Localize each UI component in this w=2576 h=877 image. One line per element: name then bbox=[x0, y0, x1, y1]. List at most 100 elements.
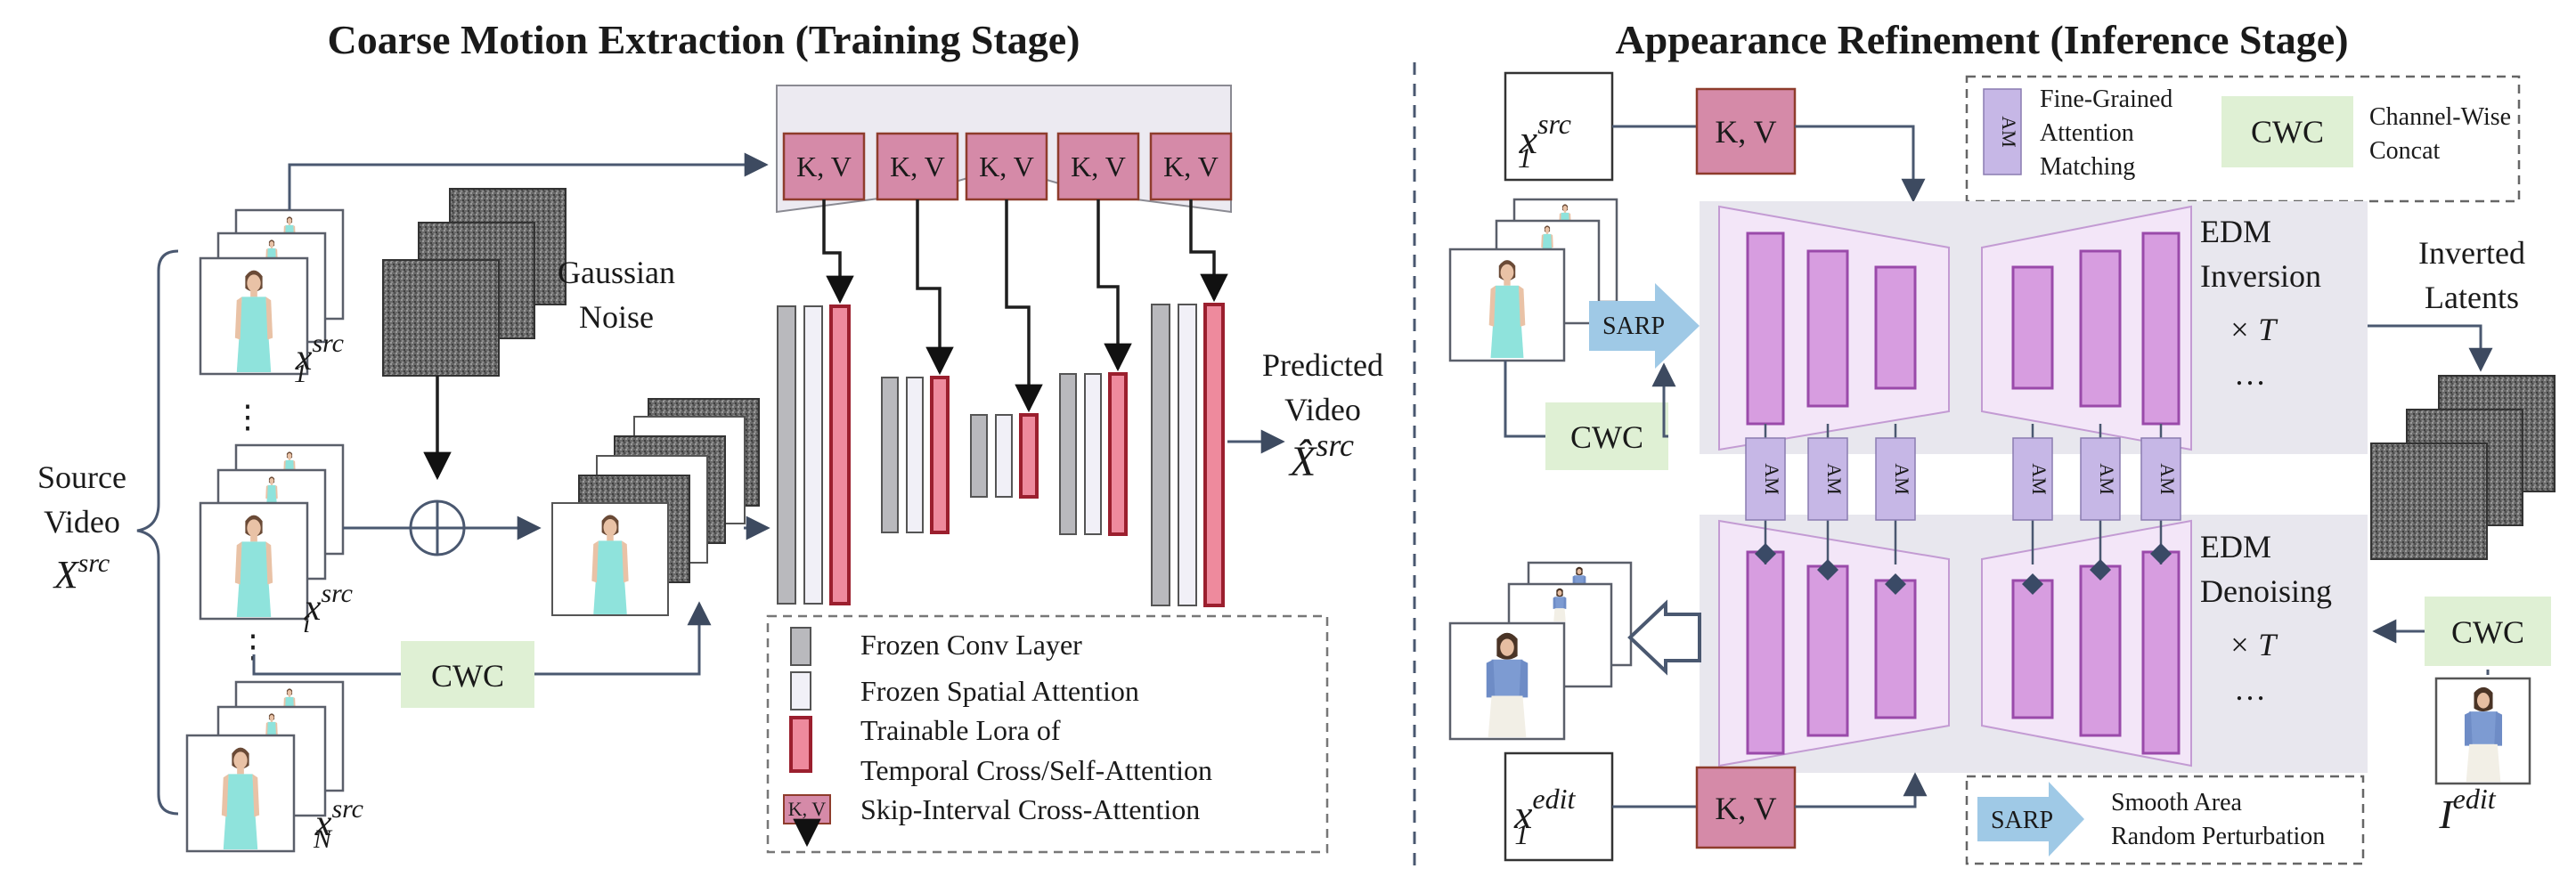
inverted-label-1: Inverted bbox=[2418, 235, 2525, 271]
add-op-cross bbox=[411, 501, 464, 555]
cwc-label-right: CWC bbox=[1570, 419, 1643, 455]
frame-stack-n bbox=[185, 680, 345, 853]
legend-am-text-1: Fine-Grained bbox=[2040, 85, 2172, 113]
cwc-box-edit bbox=[2425, 597, 2551, 666]
denoising-label-2: Denoising bbox=[2200, 573, 2332, 609]
kv-block-5 bbox=[1149, 132, 1233, 201]
legend-sarp-text-2: Random Perturbation bbox=[2111, 823, 2325, 850]
output-frames-stack bbox=[1448, 561, 1633, 741]
kv-block-label-5: K, V bbox=[1163, 150, 1219, 183]
kv-to-lora-arrow-3 bbox=[1005, 199, 1043, 413]
inversion-label-2: Inversion bbox=[2200, 258, 2321, 294]
lora-layer-3 bbox=[1019, 413, 1039, 499]
den-dec-block-1 bbox=[2011, 579, 2054, 719]
legend-sarp-swatch-label: SARP bbox=[1991, 807, 2053, 834]
predicted-label-1: Predicted bbox=[1262, 347, 1383, 383]
source-video-label-1: Source bbox=[37, 459, 126, 495]
inversion-dots: … bbox=[2234, 356, 2266, 392]
inv-enc-block-1 bbox=[1746, 231, 1785, 426]
kv-box-edit bbox=[1695, 766, 1797, 849]
am-diamond-1 bbox=[1755, 543, 1776, 564]
src-to-cwc-line bbox=[1504, 361, 1545, 438]
inversion-label-1: EDM bbox=[2200, 214, 2271, 249]
am-block-6 bbox=[2140, 437, 2181, 521]
legend-lora-swatch bbox=[789, 716, 812, 773]
am-diamond-2 bbox=[1817, 559, 1838, 581]
predicted-symbol: X̂src bbox=[1288, 427, 1354, 485]
inversion-to-latents-arrow bbox=[2368, 324, 2493, 372]
inverted-latents-stack bbox=[2370, 375, 2556, 560]
source-video-label-2: Video bbox=[44, 504, 120, 540]
cwc-label-left: CWC bbox=[431, 658, 504, 694]
inverted-label-2: Latents bbox=[2425, 280, 2519, 315]
kv-to-lora-arrow-4 bbox=[1096, 199, 1132, 372]
conv-layer-5 bbox=[1151, 304, 1170, 606]
conv-layer-1 bbox=[777, 305, 796, 605]
am-block-5 bbox=[2080, 437, 2121, 521]
kv-to-lora-arrow-1 bbox=[822, 199, 854, 305]
legend-conv-text: Frozen Conv Layer bbox=[860, 629, 1082, 661]
am-block-4 bbox=[2012, 437, 2053, 521]
sarp-label-top: SARP bbox=[1602, 313, 1665, 340]
denoising-times-t: × T bbox=[2229, 627, 2278, 662]
am-diamond-3 bbox=[1885, 573, 1906, 595]
x1-src-box bbox=[1504, 71, 1614, 182]
am-block-1 bbox=[1745, 437, 1786, 521]
legend-lora-text-2: Temporal Cross/Self-Attention bbox=[860, 754, 1212, 786]
frame-to-cwc-line bbox=[252, 654, 401, 676]
legend-kv-text: Skip-Interval Cross-Attention bbox=[860, 793, 1200, 825]
source-brace bbox=[136, 249, 179, 816]
inv-enc-block-2 bbox=[1806, 249, 1849, 408]
cwc-to-noisy-arrow bbox=[534, 601, 712, 676]
den-dec-block-2 bbox=[2079, 564, 2122, 737]
cwc-box-left bbox=[401, 641, 534, 708]
noise-stack bbox=[382, 188, 567, 377]
legend-cwc-label: CWC bbox=[2251, 114, 2324, 150]
inv-enc-block-3 bbox=[1874, 265, 1917, 390]
den-enc-block-2 bbox=[1806, 564, 1849, 737]
spatial-attention-5 bbox=[1178, 304, 1197, 606]
kv-label-src: K, V bbox=[1715, 114, 1776, 150]
kv-label-edit: K, V bbox=[1715, 791, 1776, 826]
kv-box-src bbox=[1695, 87, 1797, 175]
am-block-3 bbox=[1875, 437, 1916, 521]
am-block-label-3: AM bbox=[1891, 463, 1913, 494]
am-block-2 bbox=[1807, 437, 1848, 521]
frame-stack-1 bbox=[199, 208, 345, 376]
legend-lora-text-1: Trainable Lora of bbox=[860, 714, 1061, 746]
am-diamond-5 bbox=[2090, 559, 2111, 581]
denoising-dots: … bbox=[2234, 671, 2266, 707]
den-enc-block-3 bbox=[1874, 579, 1917, 719]
legend-cwc-text-1: Channel-Wise bbox=[2369, 103, 2511, 131]
kv-block-3 bbox=[965, 132, 1048, 201]
kv-block-label-4: K, V bbox=[1071, 150, 1126, 183]
i-edit-image bbox=[2444, 680, 2523, 782]
am-block-label-1: AM bbox=[1761, 463, 1783, 494]
am-diamond-4 bbox=[2022, 573, 2043, 595]
noisy-frames-stack bbox=[551, 398, 760, 616]
kv-block-4 bbox=[1056, 132, 1140, 201]
kv-to-lora-arrow-5 bbox=[1189, 199, 1228, 303]
output-hollow-arrow bbox=[1627, 599, 1701, 676]
am-block-label-4: AM bbox=[2028, 463, 2050, 494]
right-title: Appearance Refinement (Inference Stage) bbox=[1615, 17, 2348, 62]
am-block-label-6: AM bbox=[2156, 463, 2179, 494]
kv-src-to-unet-arrow bbox=[1795, 125, 1926, 203]
legend-sarp-swatch bbox=[1977, 782, 2084, 857]
source-symbol: Xsrc bbox=[53, 548, 110, 597]
lora-layer-1 bbox=[829, 305, 851, 605]
legend-cwc-text-2: Concat bbox=[2369, 137, 2441, 165]
cwc-box-right bbox=[1545, 402, 1668, 470]
spatial-attention-4 bbox=[1084, 373, 1102, 535]
kv-block-label-1: K, V bbox=[796, 150, 852, 183]
kv-block-label-3: K, V bbox=[979, 150, 1034, 183]
inv-dec-block-1 bbox=[2011, 265, 2054, 390]
spatial-attention-1 bbox=[803, 305, 823, 605]
